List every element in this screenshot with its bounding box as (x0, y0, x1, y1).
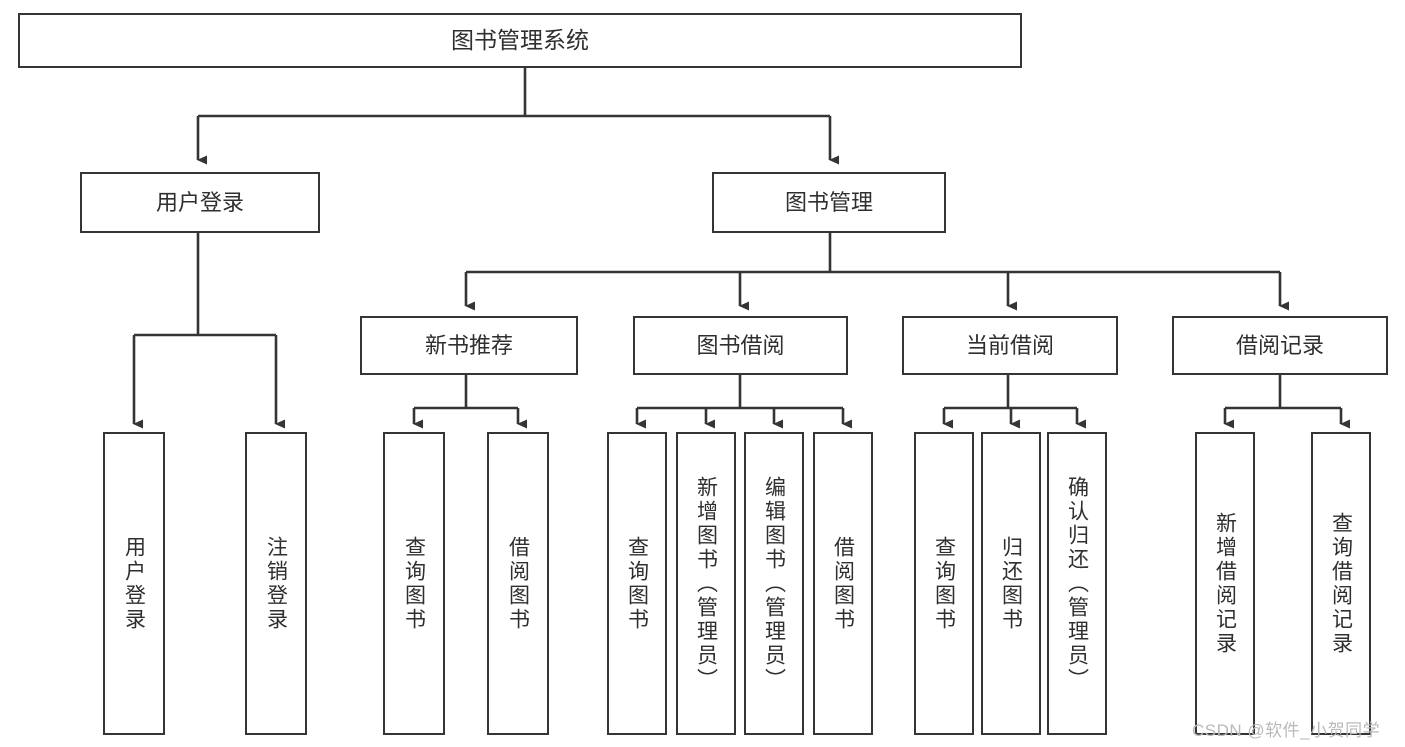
node-current-borrow[interactable]: 当前借阅 (902, 316, 1118, 375)
node-leaf-query-book-2-label: 查询图书 (625, 535, 649, 632)
node-leaf-user-login-label: 用户登录 (122, 535, 146, 632)
node-borrow-record-label: 借阅记录 (1235, 332, 1324, 358)
node-book-management[interactable]: 图书管理 (712, 172, 946, 233)
node-leaf-query-book-1-label: 查询图书 (402, 535, 426, 632)
node-borrow-record[interactable]: 借阅记录 (1172, 316, 1388, 375)
node-user-login[interactable]: 用户登录 (80, 172, 320, 233)
node-leaf-confirm-return-label: 确认归还（管理员） (1065, 475, 1089, 692)
node-leaf-return-book[interactable]: 归还图书 (981, 432, 1041, 735)
node-leaf-query-book-3-label: 查询图书 (932, 535, 956, 632)
node-leaf-borrow-book-2-label: 借阅图书 (831, 535, 855, 632)
node-user-login-label: 用户登录 (155, 189, 244, 215)
node-book-borrow-label: 图书借阅 (696, 332, 785, 358)
node-root[interactable]: 图书管理系统 (18, 13, 1022, 68)
node-leaf-confirm-return[interactable]: 确认归还（管理员） (1047, 432, 1107, 735)
node-leaf-logout-login-label: 注销登录 (264, 535, 288, 632)
node-leaf-add-book-label: 新增图书（管理员） (694, 475, 718, 692)
node-leaf-logout-login[interactable]: 注销登录 (245, 432, 307, 735)
node-leaf-add-borrow-record-label: 新增借阅记录 (1213, 511, 1237, 656)
node-leaf-query-book-2[interactable]: 查询图书 (607, 432, 667, 735)
node-leaf-edit-book-label: 编辑图书（管理员） (762, 475, 786, 692)
node-leaf-query-borrow-record[interactable]: 查询借阅记录 (1311, 432, 1371, 735)
watermark: CSDN @软件_小贺同学 (1192, 721, 1381, 740)
node-leaf-return-book-label: 归还图书 (999, 535, 1023, 632)
node-leaf-edit-book[interactable]: 编辑图书（管理员） (744, 432, 804, 735)
node-leaf-user-login[interactable]: 用户登录 (103, 432, 165, 735)
node-leaf-query-book-1[interactable]: 查询图书 (383, 432, 445, 735)
node-book-borrow[interactable]: 图书借阅 (633, 316, 848, 375)
node-new-book-recommend-label: 新书推荐 (424, 332, 513, 358)
node-leaf-query-borrow-record-label: 查询借阅记录 (1329, 511, 1353, 656)
node-leaf-add-borrow-record[interactable]: 新增借阅记录 (1195, 432, 1255, 735)
node-book-management-label: 图书管理 (784, 189, 873, 215)
node-leaf-add-book[interactable]: 新增图书（管理员） (676, 432, 736, 735)
node-root-label: 图书管理系统 (451, 27, 589, 53)
node-leaf-borrow-book-2[interactable]: 借阅图书 (813, 432, 873, 735)
node-leaf-borrow-book-1[interactable]: 借阅图书 (487, 432, 549, 735)
node-leaf-query-book-3[interactable]: 查询图书 (914, 432, 974, 735)
node-current-borrow-label: 当前借阅 (965, 332, 1054, 358)
node-leaf-borrow-book-1-label: 借阅图书 (506, 535, 530, 632)
node-new-book-recommend[interactable]: 新书推荐 (360, 316, 578, 375)
